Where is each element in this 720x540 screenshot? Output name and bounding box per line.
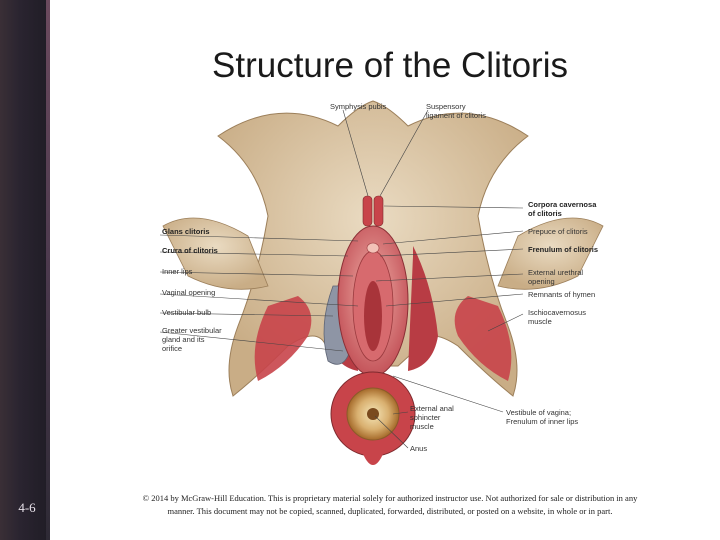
label-glans-clitoris: Glans clitoris — [162, 227, 210, 236]
anatomy-illustration: Symphysis pubis Suspensory ligament of c… — [158, 96, 608, 486]
label-vaginal-opening: Vaginal opening — [162, 288, 216, 297]
slide-sidebar — [0, 0, 50, 540]
label-anus: Anus — [410, 444, 428, 453]
label-inner-lips: Inner lips — [162, 267, 193, 276]
label-vestibular-bulb: Vestibular bulb — [162, 308, 212, 317]
copyright-notice: © 2014 by McGraw-Hill Education. This is… — [142, 493, 638, 516]
slide-number: 4-6 — [18, 500, 36, 515]
label-corpora-cavernosa: Corpora cavernosa of clitoris — [528, 200, 597, 218]
label-prepuce-clitoris: Prepuce of clitoris — [528, 227, 588, 236]
label-external-anal-sphincter: External anal sphincter muscle — [410, 404, 454, 431]
label-greater-vestibular-gland: Greater vestibular gland and its orifice — [162, 326, 222, 353]
label-remnants-hymen: Remnants of hymen — [528, 290, 596, 299]
label-ischiocavernosus: Ischiocavernosus muscle — [528, 308, 586, 326]
label-crura-clitoris: Crura of clitoris — [162, 246, 218, 255]
label-external-urethral-opening: External urethral opening — [528, 268, 584, 286]
label-suspensory-ligament: Suspensory ligament of clitoris — [426, 102, 487, 120]
label-vestibule-vagina: Vestibule of vagina; Frenulum of inner l… — [506, 408, 579, 426]
label-symphysis-pubis: Symphysis pubis — [330, 102, 387, 111]
slide-title: Structure of the Clitoris — [212, 46, 568, 85]
label-frenulum-clitoris: Frenulum of clitoris — [528, 245, 599, 254]
